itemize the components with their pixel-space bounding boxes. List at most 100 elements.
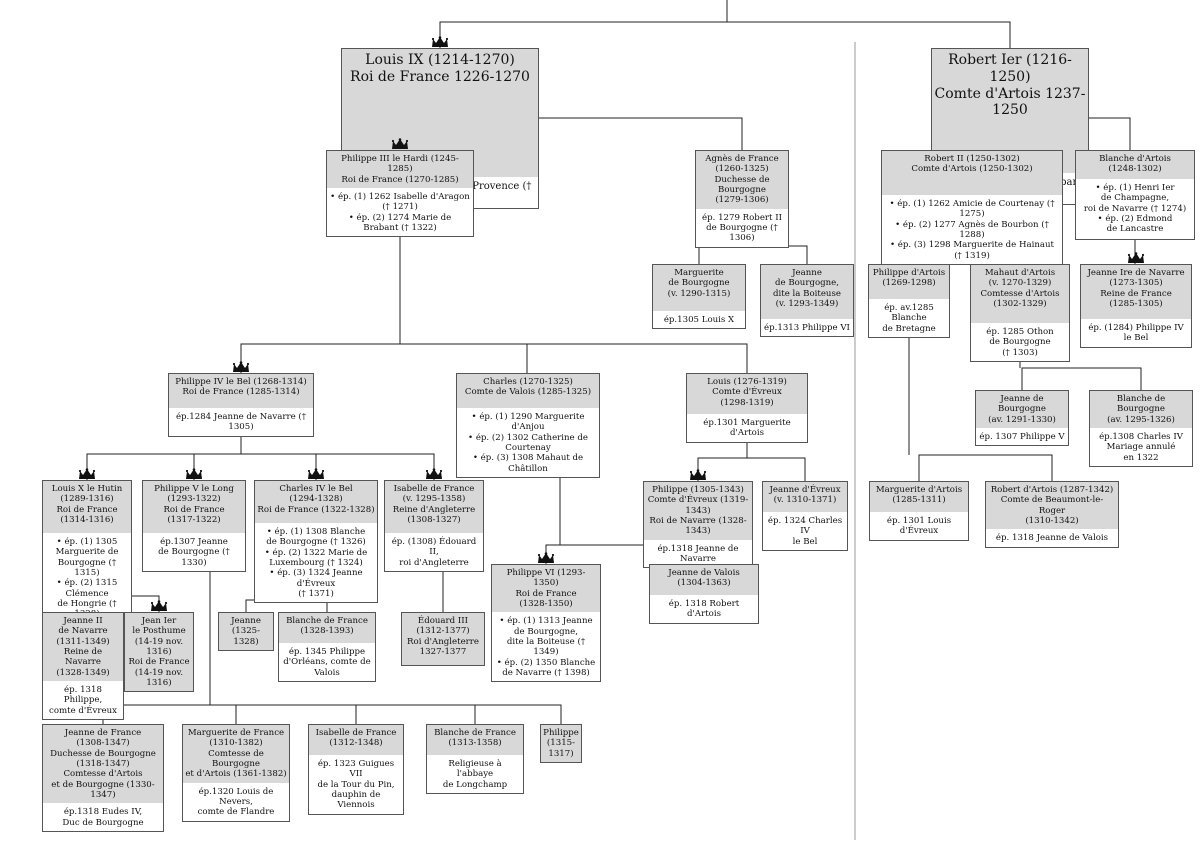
marriage-line: • ép. (1) 1262 Amicie de Courtenay († 12… <box>889 199 1055 220</box>
person-name: Charles (1270-1325) <box>483 377 573 387</box>
marriage-line: Duc de Bourgogne <box>62 817 144 828</box>
person-header: Jeanne d'Évreux(v. 1310-1371) <box>763 482 847 512</box>
person-title-line: 1327-1377 <box>419 646 467 657</box>
person-title-line: (14-19 nov. 1316) <box>134 667 184 688</box>
person-name: Marguerite de France <box>187 728 285 738</box>
person-header: Blanche de Bourgogne(av. 1295-1326) <box>1090 391 1192 428</box>
person-box-philippe_fr: Philippe(1315-1317) <box>540 724 582 763</box>
person-box-marg_fr: Marguerite de France(1310-1382)Comtesse … <box>182 724 290 822</box>
person-title-line: (v. 1295-1358) <box>402 494 466 505</box>
person-name: Philippe V le Long <box>154 484 234 494</box>
person-marriages: ép. (1308) Édouard II,roi d'Angleterre <box>385 533 483 571</box>
person-title-line: (1289-1316) <box>60 494 114 505</box>
person-title-line: Comtesse de Bourgogne <box>208 748 264 769</box>
person-box-phil_artois: Philippe d'Artois(1269-1298)ép. av.1285 … <box>868 264 950 338</box>
person-box-jeanne_evreux: Jeanne d'Évreux(v. 1310-1371)ép. 1324 Ch… <box>762 481 848 551</box>
person-title-line: (1317-1322) <box>167 514 221 525</box>
marriage-line: ép. 1318 Philippe, <box>63 684 103 706</box>
crown-icon <box>185 468 203 479</box>
marriage-line: de Bourgogne, <box>514 626 578 637</box>
person-header: Philippe VI (1293-1350)Roi de France(132… <box>492 565 600 613</box>
connector-line <box>698 245 808 264</box>
person-header: Marguerite d'Artois(1285-1311) <box>870 482 968 512</box>
person-name: Charles IV le Bel <box>279 484 353 494</box>
person-title-line: Comtesse d'Artois <box>980 288 1060 299</box>
person-title-line: Comte d'Évreux (1319-1343) <box>647 495 749 516</box>
marriage-line: • ép. (3) 1308 Mahaut de Châtillon <box>472 453 584 474</box>
person-box-charles4: Charles IV le Bel(1294-1328)Roi de Franc… <box>254 480 378 604</box>
person-title-line: (av. 1291-1330) <box>988 414 1056 425</box>
marriage-line: • ép. (3) 1298 Marguerite de Hainaut († … <box>890 240 1054 261</box>
person-box-blanche_fr: Blanche de France(1313-1358)Religieuse à… <box>426 724 524 794</box>
person-title-line: (1302-1329) <box>993 298 1047 309</box>
marriage-line: ép. 1279 Robert II <box>702 212 782 223</box>
person-name: Jeanne d'Évreux <box>769 485 841 495</box>
person-title-line: (1273-1305) <box>1109 278 1163 289</box>
person-marriages: ép. 1301 Louis d'Évreux <box>870 512 968 540</box>
person-marriages: • ép. (1) 1262 Amicie de Courtenay († 12… <box>882 195 1062 264</box>
person-title-line: Roi de France 1226-1270 <box>350 68 530 85</box>
marriage-line: ép.1284 Jeanne de Navarre († 1305) <box>175 412 307 433</box>
person-title-line: Roi de France <box>515 588 577 599</box>
crown-icon <box>78 468 96 479</box>
person-marriages: ép. 1318 Philippe,comte d'Évreux <box>43 681 123 719</box>
person-title-line: Roi de France (1285-1314) <box>182 387 300 398</box>
person-name: Louis IX (1214-1270) <box>365 52 515 68</box>
marriage-line: Luxembourg († 1324) <box>269 557 363 568</box>
marriage-line: dauphin de Viennois <box>331 789 381 811</box>
person-marriages: ép.1320 Louis de Nevers,comte de Flandre <box>183 783 289 821</box>
person-title-line: Comte d'Artois (1250-1302) <box>911 164 1033 175</box>
person-title-line: et d'Artois (1361-1382) <box>185 769 287 780</box>
person-name: Jeanne II <box>63 616 103 626</box>
person-box-philippe6: Philippe VI (1293-1350)Roi de France(132… <box>491 564 601 683</box>
person-header: Blanche de France(1328-1393) <box>279 613 375 643</box>
person-marriages: ép.1318 Eudes IV,Duc de Bourgogne <box>43 803 163 831</box>
marriage-line: ép.1307 Jeanne <box>160 537 228 547</box>
person-marriages: ép.1318 Jeanne de Navarre <box>644 540 752 568</box>
marriage-line: ép.1305 Louis X <box>663 315 735 325</box>
person-box-philippe4: Philippe IV le Bel (1268-1314)Roi de Fra… <box>168 373 314 437</box>
person-title-line: (1304-1363) <box>677 578 731 589</box>
person-title-line: Reine de Navarre <box>63 646 103 668</box>
crown-icon <box>150 600 168 611</box>
marriage-line: de Bretagne <box>882 323 936 334</box>
person-marriages: ép.1313 Philippe VI <box>761 319 853 336</box>
person-title-line: (1293-1322) <box>167 494 221 505</box>
marriage-line: Mariage annulé <box>1106 442 1176 453</box>
person-name: Jeanne Ire de Navarre <box>1087 268 1185 278</box>
person-box-blanche_bourg: Blanche de Bourgogne(av. 1295-1326)ép.13… <box>1089 390 1193 467</box>
connector-line <box>697 457 806 481</box>
person-title-line: (1314-1316) <box>60 514 114 525</box>
marriage-line: • ép. (2) 1315 Clémence <box>56 578 118 599</box>
marriage-line: de Champagne, <box>1100 193 1170 204</box>
person-marriages: ép.1284 Jeanne de Navarre († 1305) <box>169 408 313 436</box>
person-title-line: (1328-1350) <box>519 598 573 609</box>
person-header: Louis (1276-1319)Comte d'Évreux(1298-131… <box>687 374 807 414</box>
person-title-line: (1318-1347) <box>76 758 130 769</box>
person-header: Charles (1270-1325)Comte de Valois (1285… <box>457 374 599 408</box>
person-title-line: (1298-1319) <box>720 397 774 408</box>
person-marriages: • ép. (1) 1290 Marguerite d'Anjou• ép. (… <box>457 408 599 477</box>
connector-line <box>86 453 435 480</box>
marriage-line: • ép. (1) 1308 Blanche <box>266 527 366 537</box>
person-title-line: (1313-1358) <box>448 738 502 749</box>
person-title-line: (1279-1306) <box>715 195 769 206</box>
person-marriages: ép.1305 Louis X <box>653 311 745 328</box>
person-title-line: de Bourgogne <box>668 278 730 289</box>
marriage-line: de Bourgogne († 1306) <box>706 222 778 244</box>
person-marriages: • ép. (1) 1262 Isabelle d'Aragon († 1271… <box>327 188 473 236</box>
crown-icon <box>1127 252 1145 263</box>
person-header: Jeanne de Bourgogne(av. 1291-1330) <box>976 391 1068 428</box>
person-title-line: et de Bourgogne (1330-1347) <box>51 779 155 800</box>
person-header: Philippe d'Artois(1269-1298) <box>869 265 949 299</box>
person-name: Jeanne de Bourgogne <box>998 394 1046 415</box>
marriage-line: ép. (1284) Philippe IV le Bel <box>1088 323 1184 344</box>
person-header: Charles IV le Bel(1294-1328)Roi de Franc… <box>255 481 377 523</box>
